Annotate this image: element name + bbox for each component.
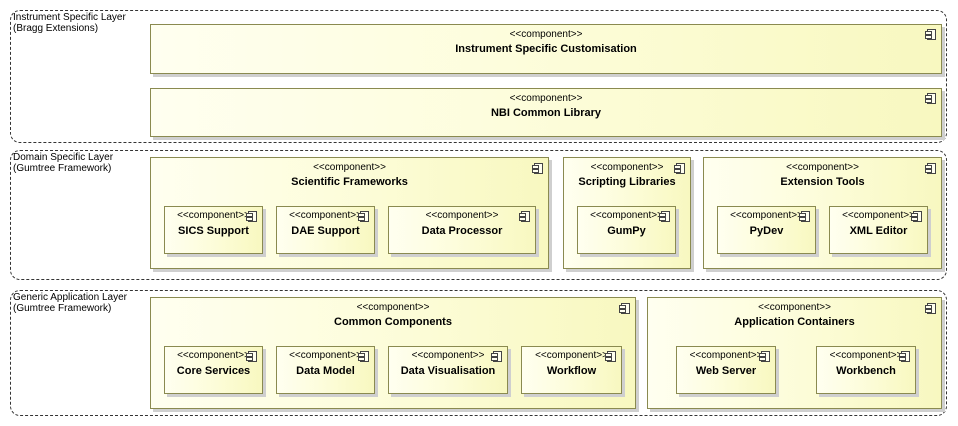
component-xml-editor[interactable]: <<component>> XML Editor [829,206,928,254]
component-icon [925,303,936,314]
stereotype-label: <<component>> [786,162,859,173]
component-icon [246,351,257,362]
component-workbench[interactable]: <<component>> Workbench [816,346,916,394]
component-web-server[interactable]: <<component>> Web Server [676,346,776,394]
stereotype-label: <<component>> [509,93,583,104]
component-name: Scripting Libraries [578,176,676,188]
component-name: Common Components [334,316,452,328]
component-name: SICS Support [178,225,249,237]
component-icon [358,351,369,362]
component-icon [246,211,257,222]
component-icon [925,163,936,174]
instrument-specific-layer: Instrument Specific Layer(Bragg Extensio… [10,10,947,143]
stereotype-label: <<component>> [535,350,608,361]
stereotype-label: <<component>> [289,210,362,221]
component-name: Workbench [836,365,896,377]
component-nbi-common-library[interactable]: <<component>> NBI Common Library [150,88,942,137]
component-data-model[interactable]: <<component>> Data Model [276,346,375,394]
stereotype-label: <<component>> [289,350,362,361]
component-icon [899,351,910,362]
component-name: Web Server [695,365,757,377]
generic-layer-title: Generic Application Layer(Gumtree Framew… [13,292,127,314]
stereotype-label: <<component>> [177,350,250,361]
component-icon [519,211,530,222]
component-name: Application Containers [734,316,855,328]
component-name: DAE Support [291,225,360,237]
component-name: Core Services [176,365,251,377]
stereotype-label: <<component>> [356,302,430,313]
component-sics-support[interactable]: <<component>> SICS Support [164,206,263,254]
component-icon [619,303,630,314]
stereotype-label: <<component>> [689,350,763,361]
component-icon [605,351,616,362]
component-workflow[interactable]: <<component>> Workflow [521,346,622,394]
component-icon [659,211,670,222]
stereotype-label: <<component>> [590,162,664,173]
component-icon [674,163,685,174]
component-name: Workflow [546,365,597,377]
component-instrument-customisation[interactable]: <<component>> Instrument Specific Custom… [150,24,942,74]
component-name: GumPy [607,225,646,237]
layer-title-line1: Generic Application Layer [13,292,127,303]
component-icon [491,351,502,362]
component-name: XML Editor [849,225,908,237]
generic-application-layer: Generic Application Layer(Gumtree Framew… [10,290,947,416]
component-data-processor[interactable]: <<component>> Data Processor [388,206,536,254]
component-core-services[interactable]: <<component>> Core Services [164,346,263,394]
instrument-layer-title: Instrument Specific Layer(Bragg Extensio… [13,12,126,34]
layer-title-line2: (Gumtree Framework) [13,303,112,314]
component-gumpy[interactable]: <<component>> GumPy [577,206,676,254]
layer-title-line1: Domain Specific Layer [13,152,114,163]
stereotype-label: <<component>> [829,350,903,361]
component-name: Instrument Specific Customisation [455,43,637,55]
component-icon [358,211,369,222]
domain-specific-layer: Domain Specific Layer(Gumtree Framework) [10,150,947,280]
component-icon [799,211,810,222]
stereotype-label: <<component>> [313,162,386,173]
stereotype-label: <<component>> [509,29,583,40]
component-data-visualisation[interactable]: <<component>> Data Visualisation [388,346,508,394]
component-name: Data Visualisation [400,365,496,377]
component-name: PyDev [749,225,784,237]
component-name: Data Processor [421,225,503,237]
domain-layer-title: Domain Specific Layer(Gumtree Framework) [13,152,113,174]
stereotype-label: <<component>> [411,350,485,361]
component-dae-support[interactable]: <<component>> DAE Support [276,206,375,254]
stereotype-label: <<component>> [730,210,803,221]
component-name: Scientific Frameworks [291,176,408,188]
stereotype-label: <<component>> [590,210,663,221]
layer-title-line2: (Bragg Extensions) [13,23,99,34]
component-pydev[interactable]: <<component>> PyDev [717,206,816,254]
stereotype-label: <<component>> [758,302,831,313]
component-icon [925,29,936,40]
layer-title-line2: (Gumtree Framework) [13,163,112,174]
component-icon [532,163,543,174]
component-name: NBI Common Library [490,107,601,119]
stereotype-label: <<component>> [425,210,499,221]
stereotype-label: <<component>> [842,210,915,221]
layer-title-line1: Instrument Specific Layer [13,12,126,23]
component-icon [759,351,770,362]
stereotype-label: <<component>> [177,210,250,221]
component-icon [911,211,922,222]
component-name: Extension Tools [780,176,865,188]
component-icon [925,93,936,104]
component-name: Data Model [296,365,355,377]
